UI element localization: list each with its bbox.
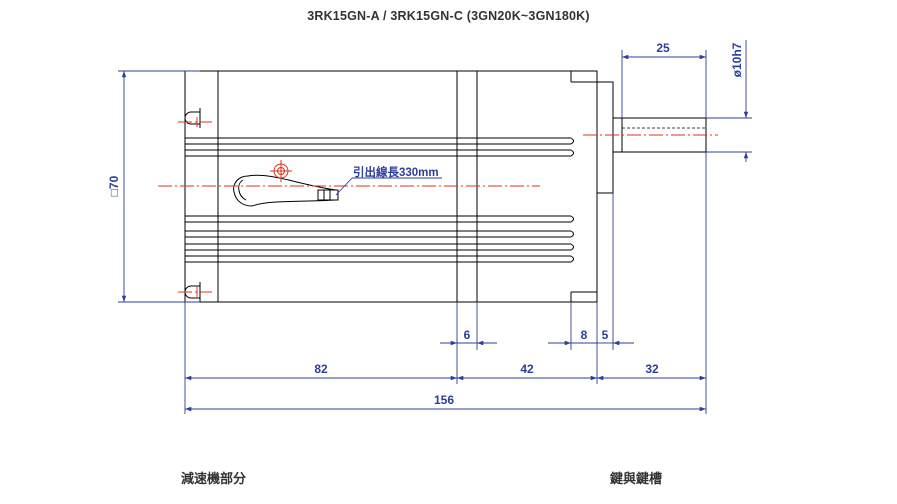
lead-wire-leader [335,177,442,196]
dim-shaft-diameter-label: ø10h7 [730,42,744,77]
mounting-slot-top [184,108,201,128]
dim-5-label: 5 [602,328,609,342]
cooling-fins-upper [185,137,574,157]
lead-wire-label: 引出線長330mm [353,165,439,179]
dim-frame-square-label: □70 [107,175,121,196]
dim-156-label: 156 [434,393,454,407]
dim-8-label: 8 [581,328,588,342]
dim-shaft-length-label: 25 [656,41,670,55]
dim-shaft-length [621,50,707,118]
dim-frame-square [118,70,200,303]
lead-wire [233,174,339,207]
motor-body [184,70,598,303]
caption-key-and-keyway: 鍵與鍵槽 [610,472,663,487]
dim-shaft-diameter [706,40,752,162]
earth-terminal-icon [270,160,292,182]
dim-32-label: 32 [645,362,659,376]
dim-42-label: 42 [520,362,534,376]
center-lines [158,121,718,293]
dim-6-label: 6 [464,328,471,342]
flange [596,81,614,292]
cooling-fins-lower [185,215,574,263]
dim-82-label: 82 [314,362,328,376]
caption-reducer-part: 減速機部分 [181,472,247,487]
diagram-title: 3RK15GN-A / 3RK15GN-C (3GN20K~3GN180K) [307,9,590,23]
